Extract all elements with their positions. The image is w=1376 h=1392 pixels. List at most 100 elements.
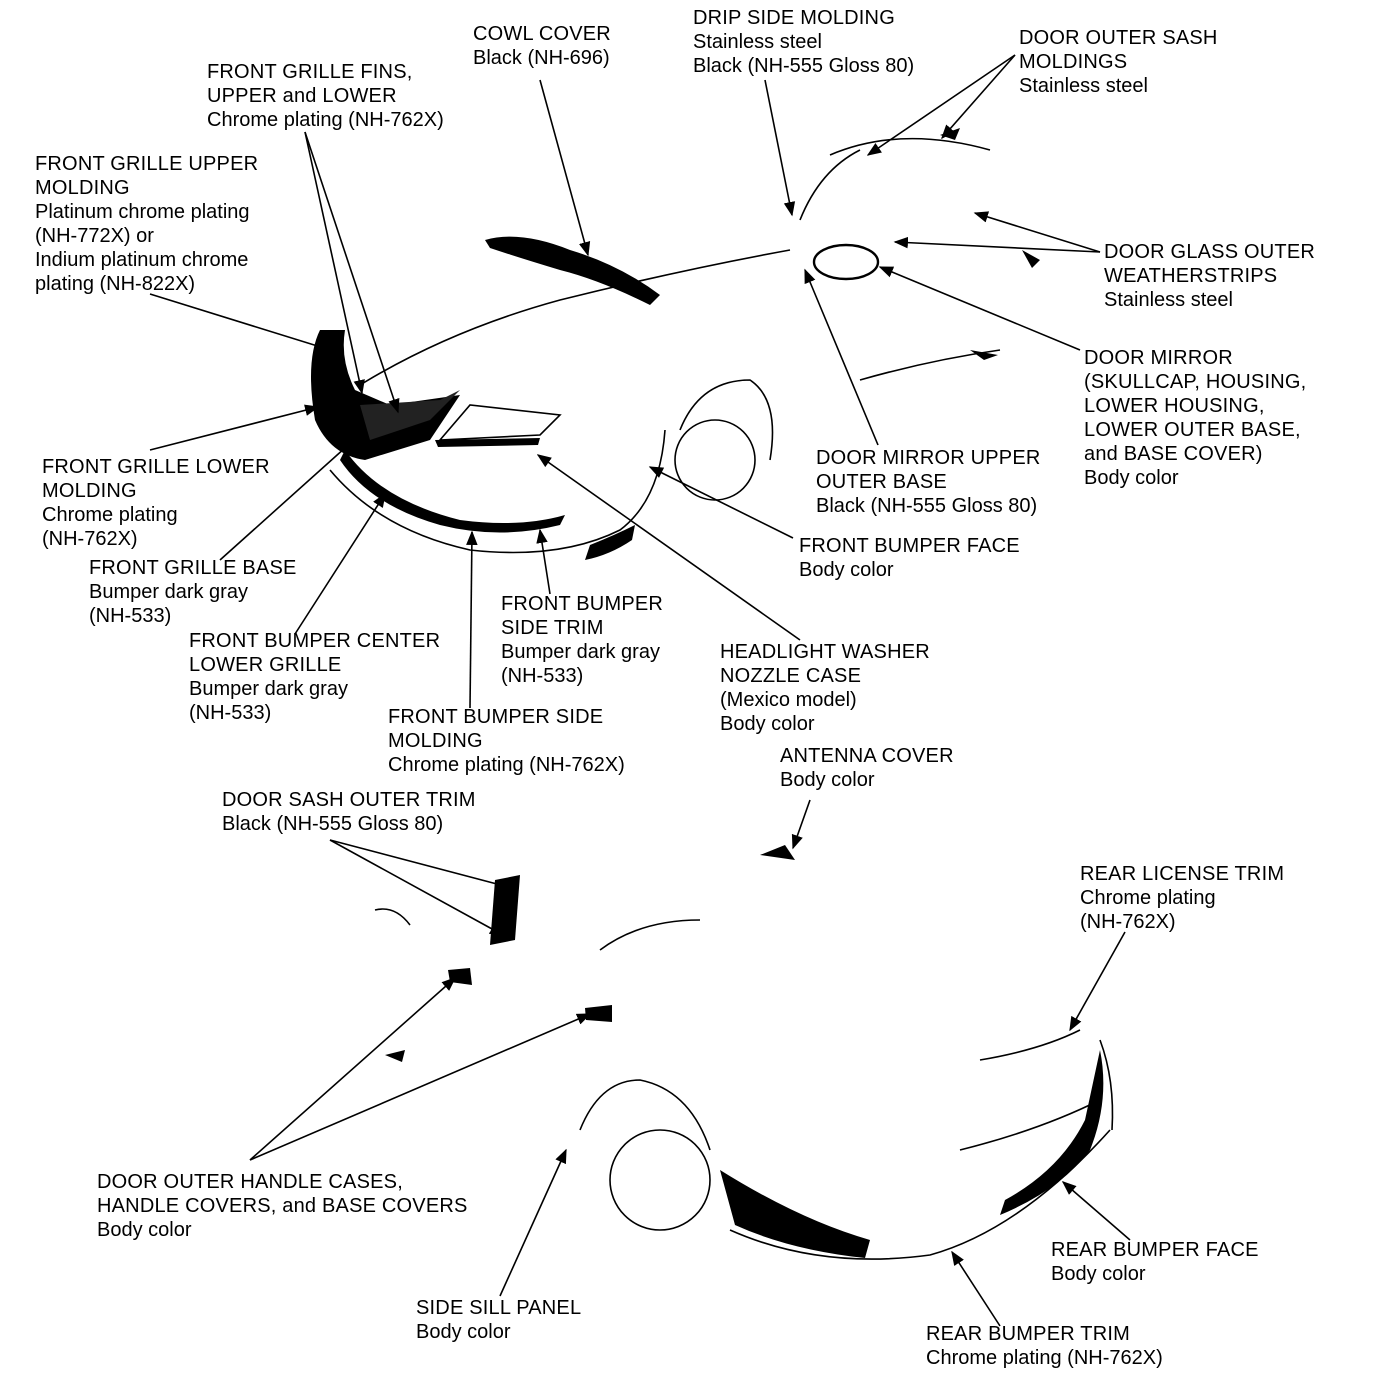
label-title: DOOR MIRROR — [1084, 347, 1233, 369]
label-front-bumper-side-molding: FRONT BUMPER SIDE MOLDING Chrome plating… — [388, 705, 625, 777]
label-title: FRONT GRILLE FINS, — [207, 61, 413, 83]
leader-sash-trim-2 — [329, 839, 505, 936]
label-spec: Platinum chrome plating — [35, 201, 250, 223]
label-title: HEADLIGHT WASHER — [720, 641, 930, 663]
label-title: WEATHERSTRIPS — [1104, 265, 1278, 287]
hood-edge-line — [359, 249, 791, 386]
leader-rear-bumper-trim — [951, 1250, 1001, 1327]
label-door-outer-handle-cases: DOOR OUTER HANDLE CASES, HANDLE COVERS, … — [97, 1170, 468, 1242]
label-title: COWL COVER — [473, 23, 611, 45]
label-spec: Chrome plating (NH-762X) — [926, 1347, 1163, 1369]
label-title: FRONT BUMPER — [501, 593, 664, 615]
label-title: REAR LICENSE TRIM — [1080, 863, 1285, 885]
leader-license-trim — [1069, 931, 1126, 1032]
label-title: UPPER and LOWER — [207, 85, 397, 107]
label-title: LOWER OUTER BASE, — [1084, 419, 1301, 441]
leader-door-mirror — [878, 266, 1081, 351]
door-handle-rear-shape — [448, 968, 472, 985]
label-title: and BASE COVER) — [1084, 443, 1263, 465]
label-title: HANDLE COVERS, and BASE COVERS — [97, 1195, 468, 1217]
label-title: REAR BUMPER FACE — [1051, 1239, 1259, 1261]
label-title: FRONT GRILLE UPPER — [35, 153, 259, 175]
label-title: MOLDING — [388, 730, 483, 752]
rear-wheel-arch — [579, 1079, 711, 1151]
leader-center-lower-grille — [294, 492, 386, 635]
rear-bumper-side-shape — [1000, 1050, 1104, 1215]
lower-grille-shape — [340, 450, 565, 533]
leader-lines — [149, 54, 1131, 1327]
leader-sash-1 — [866, 54, 1016, 156]
leader-side-trim — [536, 528, 551, 595]
roof-line-rear — [599, 919, 701, 951]
label-door-glass-outer-weatherstrips: DOOR GLASS OUTER WEATHERSTRIPS Stainless… — [1104, 240, 1315, 312]
leader-sash-trim-1 — [329, 839, 514, 891]
label-title: DRIP SIDE MOLDING — [693, 7, 895, 29]
label-spec: Black (NH-696) — [473, 47, 610, 69]
label-front-grille-upper-molding: FRONT GRILLE UPPER MOLDING Platinum chro… — [35, 152, 258, 296]
leader-lower-molding — [149, 404, 320, 451]
label-spec: Chrome plating (NH-762X) — [207, 109, 444, 131]
body-side-line — [859, 349, 1001, 381]
label-title: DOOR MIRROR UPPER — [816, 447, 1041, 469]
label-spec: Body color — [799, 559, 894, 581]
label-spec: Black (NH-555 Gloss 80) — [693, 55, 915, 77]
rear-corner-line — [1099, 1039, 1114, 1131]
leader-weatherstrip-2 — [893, 236, 1101, 253]
leader-upper-molding — [149, 293, 342, 355]
label-rear-bumper-trim: REAR BUMPER TRIM Chrome plating (NH-762X… — [926, 1322, 1163, 1370]
label-front-bumper-face: FRONT BUMPER FACE Body color — [799, 534, 1020, 582]
label-spec: Bumper dark gray — [89, 581, 248, 603]
label-spec: Chrome plating — [1080, 887, 1216, 909]
label-headlight-washer-nozzle-case: HEADLIGHT WASHER NOZZLE CASE (Mexico mod… — [720, 640, 930, 736]
label-side-sill-panel: SIDE SILL PANEL Body color — [416, 1296, 581, 1344]
label-title: DOOR OUTER HANDLE CASES, — [97, 1171, 403, 1193]
label-spec: (NH-762X) — [42, 528, 138, 550]
leader-weatherstrip-1 — [973, 211, 1101, 253]
label-door-mirror-upper-outer-base: DOOR MIRROR UPPER OUTER BASE Black (NH-5… — [816, 446, 1041, 518]
label-title: SIDE TRIM — [501, 617, 604, 639]
label-cowl-cover: COWL COVER Black (NH-696) — [473, 22, 611, 70]
leader-sash-2 — [941, 54, 1016, 140]
label-title: MOLDING — [35, 177, 130, 199]
leader-fins-2 — [304, 131, 400, 414]
label-spec: Indium platinum chrome — [35, 249, 249, 271]
front-car-dark-parts — [311, 128, 1040, 560]
rear-wheel — [609, 1129, 711, 1231]
leader-side-sill — [499, 1148, 567, 1297]
label-spec: Chrome plating (NH-762X) — [388, 754, 625, 776]
label-door-sash-outer-trim: DOOR SASH OUTER TRIM Black (NH-555 Gloss… — [222, 788, 476, 836]
label-rear-bumper-face: REAR BUMPER FACE Body color — [1051, 1238, 1259, 1286]
roof-edge-line — [829, 137, 991, 156]
front-bumper-outline — [329, 429, 666, 554]
weatherstrip-shape — [1022, 250, 1040, 268]
label-title: FRONT GRILLE LOWER — [42, 456, 270, 478]
label-title: SIDE SILL PANEL — [416, 1297, 582, 1319]
label-title: ANTENNA COVER — [780, 745, 954, 767]
label-spec: (Mexico model) — [720, 689, 857, 711]
leader-cowl-cover — [539, 79, 591, 257]
leader-drip-side — [764, 79, 796, 217]
a-pillar-line — [799, 149, 861, 221]
label-title: (SKULLCAP, HOUSING, — [1084, 371, 1307, 393]
label-front-grille-lower-molding: FRONT GRILLE LOWER MOLDING Chrome platin… — [42, 455, 270, 551]
label-spec: Black (NH-555 Gloss 80) — [222, 813, 444, 835]
label-title: DOOR OUTER SASH — [1019, 27, 1218, 49]
leader-handle-2 — [249, 1013, 592, 1161]
label-title: FRONT BUMPER SIDE — [388, 706, 604, 728]
bumper-side-trim-shape — [585, 525, 635, 560]
label-spec: Bumper dark gray — [501, 641, 660, 663]
label-title: OUTER BASE — [816, 471, 947, 493]
label-title: MOLDINGS — [1019, 51, 1128, 73]
front-grille-shape — [311, 330, 460, 460]
leader-side-molding — [466, 530, 478, 709]
label-title: FRONT GRILLE BASE — [89, 557, 297, 579]
label-title: FRONT BUMPER FACE — [799, 535, 1020, 557]
label-spec: Stainless steel — [1104, 289, 1233, 311]
rear-bumper-lower-shape — [720, 1170, 870, 1258]
leader-fins-1 — [304, 131, 365, 395]
label-title: REAR BUMPER TRIM — [926, 1323, 1130, 1345]
trunk-lower-line — [959, 1099, 1101, 1151]
label-spec: Bumper dark gray — [189, 678, 348, 700]
leader-washer — [536, 454, 801, 641]
